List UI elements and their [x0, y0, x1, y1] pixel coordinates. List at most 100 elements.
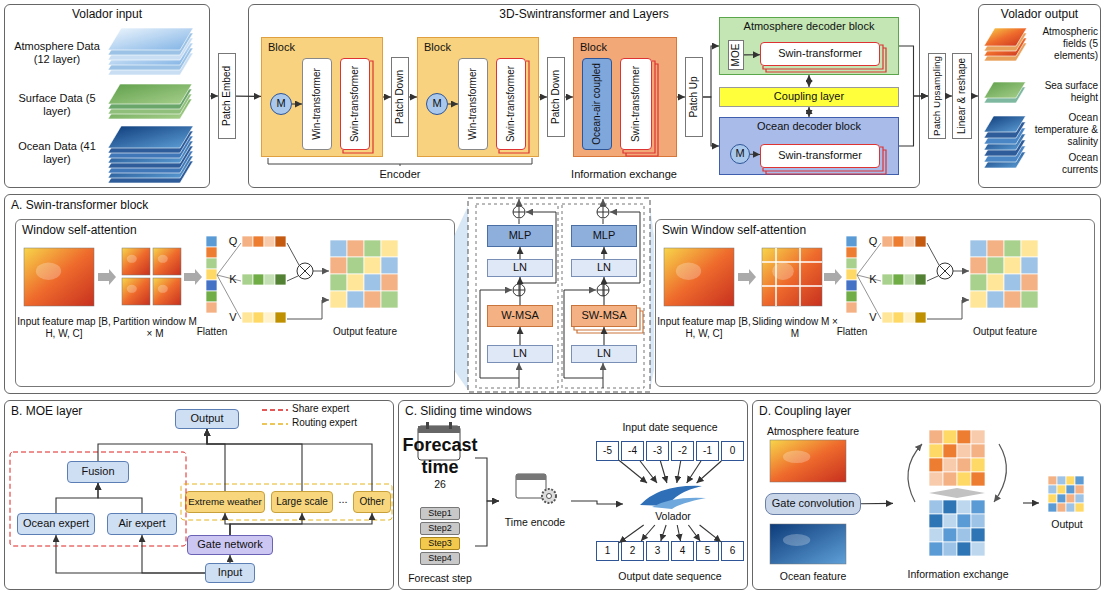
layer-stack — [984, 43, 1027, 61]
node-text: Block — [424, 41, 451, 54]
feature-cell — [893, 312, 904, 323]
feature-cell — [275, 274, 286, 285]
feature-cell — [242, 312, 253, 323]
connector — [519, 277, 520, 305]
layer-stack — [984, 82, 1026, 98]
moe-box: MOE — [728, 40, 744, 70]
layer-stack — [108, 126, 193, 148]
node-text: Patch Embed — [221, 66, 233, 126]
feature-cell — [904, 236, 915, 247]
leader-line — [994, 444, 1006, 502]
node-text: -5 — [603, 445, 612, 457]
feature-cell — [347, 274, 364, 291]
transformer-box: Win-transformer — [458, 58, 488, 150]
node-text: Swin-transformer — [778, 149, 862, 162]
feature-cell — [957, 514, 971, 528]
feature-cell — [893, 274, 904, 285]
node-text: Output — [190, 412, 223, 425]
connector — [1023, 502, 1039, 503]
map-image — [676, 263, 701, 280]
connector — [565, 96, 573, 97]
feature-cell — [253, 274, 264, 285]
node-text: Ocean-air coupled — [591, 63, 603, 145]
feature-cell — [943, 472, 957, 486]
feature-cell — [1004, 240, 1021, 257]
leader-line — [857, 243, 881, 319]
expert-box: Fusion — [67, 461, 129, 483]
node-text: 3 — [655, 545, 661, 557]
node-text: Forecast time — [402, 435, 477, 478]
feature-cell — [275, 312, 286, 323]
map-image — [153, 248, 181, 275]
leader-line — [343, 61, 373, 153]
map-image — [127, 285, 137, 293]
calendar-icon: Forecast time26 — [405, 423, 475, 493]
feature-cell — [264, 312, 275, 323]
date-cell: 6 — [721, 541, 744, 561]
feature-cell — [330, 291, 347, 308]
feature-map: Atmosphere feature — [765, 423, 861, 487]
dashed-frame — [562, 204, 644, 388]
feature-cell — [957, 430, 971, 444]
feature-cell — [970, 274, 987, 291]
leader-line — [763, 147, 883, 171]
connector — [603, 277, 604, 305]
leader-line — [574, 308, 640, 330]
feature-cell — [1066, 485, 1075, 494]
mlp-box: MLP — [571, 225, 637, 247]
norm-box: LN — [571, 259, 637, 277]
expert-group — [10, 452, 186, 546]
connector — [899, 96, 928, 146]
patch-box: Patch Up — [685, 57, 703, 137]
node-text: C. Sliding time windows — [405, 404, 532, 418]
layer-stack — [108, 33, 193, 55]
layer-stack — [108, 43, 193, 65]
section-panel: D. Coupling layerAtmosphere featureGate … — [752, 400, 1101, 590]
leader-line — [927, 300, 969, 319]
encoder-icon — [516, 474, 546, 498]
layer-stack — [984, 122, 1026, 138]
map-image — [783, 534, 810, 546]
map-image — [770, 440, 846, 482]
model-logo: Volador — [623, 483, 723, 525]
connector — [98, 429, 207, 461]
node-text: Extreme weather — [188, 496, 261, 508]
mamba-circle: M — [730, 144, 750, 164]
transformer-box: Swin-transformer — [340, 58, 370, 150]
feature-cell — [929, 542, 943, 556]
connector — [641, 525, 655, 541]
sequence-row: Input date sequence-5-4-3-2-10 — [595, 419, 745, 465]
connector — [448, 103, 458, 104]
connector — [142, 535, 205, 573]
feature-cell — [971, 472, 985, 486]
leader-line — [519, 363, 520, 388]
leader-line — [262, 409, 288, 411]
layer-stack — [108, 141, 193, 163]
feature-cell — [1004, 274, 1021, 291]
connector — [744, 54, 760, 55]
leader-line — [313, 271, 329, 272]
node-text: D. Coupling layer — [759, 404, 851, 418]
feature-cell — [206, 302, 217, 313]
connector — [660, 461, 667, 483]
node-text: MLP — [509, 229, 532, 242]
node-text: Block — [268, 41, 295, 54]
encoder-icon: Time encode — [499, 471, 571, 531]
connector — [703, 46, 719, 97]
flow-arrow — [738, 269, 756, 285]
leader-line — [519, 219, 520, 224]
expert-box: Air expert — [107, 513, 177, 535]
connector — [210, 95, 218, 96]
logo-mark — [652, 498, 706, 509]
node-text: Step3 — [428, 538, 452, 549]
feature-cell — [1021, 291, 1038, 308]
feature-cell — [1021, 257, 1038, 274]
section-panel: A. Swin-transformer blockWindow self-att… — [4, 194, 1101, 394]
node-text: Gate convolution — [772, 497, 855, 510]
layer-stack — [108, 146, 193, 168]
feature-cell — [253, 312, 264, 323]
feature-cell — [915, 274, 926, 285]
feature-cell — [929, 528, 943, 542]
decoder-block: Atmosphere decoder blockMOESwin-transfor… — [719, 17, 899, 75]
leader-line — [299, 265, 310, 276]
